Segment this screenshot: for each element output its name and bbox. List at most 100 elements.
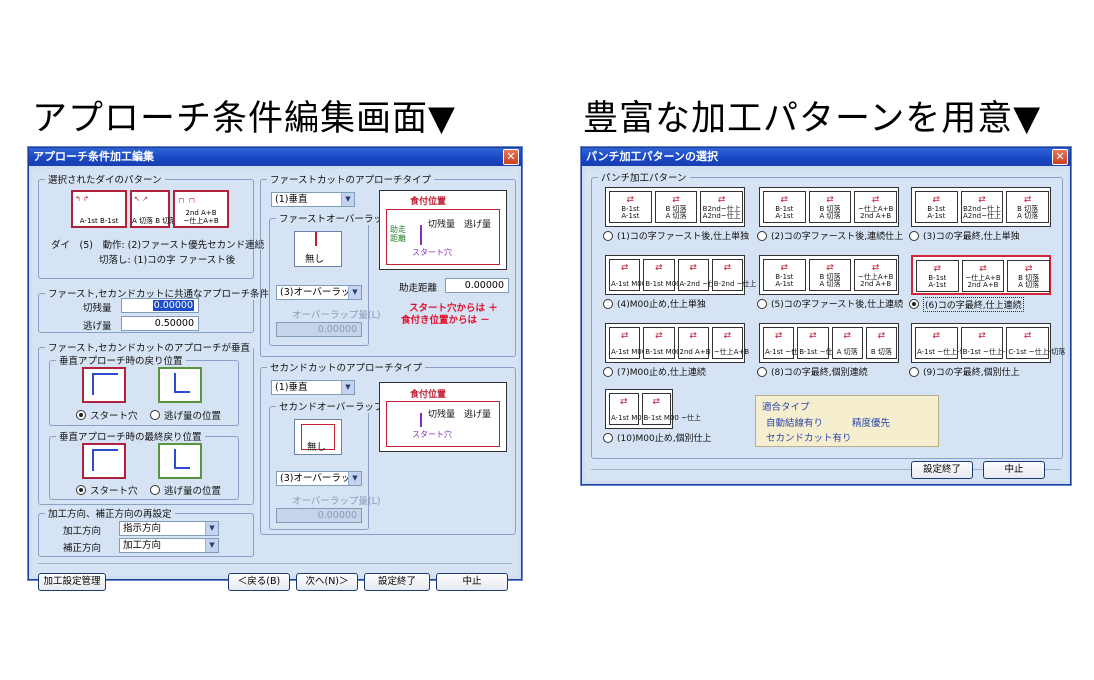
pattern-option-label: (10)M00止め,個別仕上 [617,434,712,444]
common-condition-label: ファースト,セカンドカットに共通なアプローチ条件 [45,286,273,300]
pattern-radio-3[interactable] [909,231,919,241]
first-overlap-select[interactable]: (3)オーバーラップ無▼ [276,285,362,300]
first-overlap-amount-input[interactable]: 0.00000 [276,322,362,337]
return-start-tile[interactable] [82,367,126,403]
pattern-option-label: (6)コの字最終,仕上連続 [923,297,1024,312]
pattern-radio-7[interactable] [603,367,613,377]
pattern-cell-label: A-1st [621,212,640,220]
pattern-radio-5[interactable] [757,299,767,309]
cut-symbol-icon: ⇄ [619,397,628,407]
comp-dir-select[interactable]: 加工方向▼ [119,538,219,553]
pattern-option-7[interactable]: ⇄A-1st M00⇄B-1st M00⇄2nd A+B⇄~仕上A+B [605,323,749,363]
fit-type-precision: 精度優先 [852,418,891,429]
first-overlap-label: ファーストオーバーラップ [276,211,396,225]
pattern-radio-6[interactable] [909,299,919,309]
pattern-cell-label: ~仕上A+B [857,273,894,281]
first-type-select[interactable]: (1)垂直▼ [271,192,355,207]
pattern-cell: ⇄B-1st ~仕上 [797,327,840,359]
pattern-cell-label: A-1st ~仕上-切落 [917,348,974,356]
cut-remain-input[interactable]: 0.00000 [121,298,199,313]
final-start-radio[interactable] [76,485,86,495]
pattern-option-8[interactable]: ⇄A-1st ~仕上⇄B-1st ~仕上⇄A 切落⇄B 切落 [759,323,899,363]
next-button[interactable]: 次へ(N)＞ [296,573,358,591]
cut-symbol-icon: ⇄ [655,263,663,273]
cut-symbol-icon: ⇄ [826,195,834,205]
pattern-radio-1[interactable] [603,231,613,241]
return-start-label: スタート穴 [90,411,138,422]
pattern-option-9[interactable]: ⇄A-1st ~仕上-切落⇄B-1st ~仕上-切落⇄C-1st ~仕上-切落 [911,323,1066,363]
note-line2: 食付き位置からは － [401,315,490,326]
final-return-label: 垂直アプローチ時の最終戻り位置 [56,429,205,443]
pattern-cell-label: A-1st [928,281,947,289]
pattern-cell-label: A-1st [775,280,794,288]
pattern-option-4[interactable]: ⇄A-1st M00⇄B-1st M00⇄A-2nd ~仕上⇄B-2nd ~仕上 [605,255,757,295]
second-type-select[interactable]: (1)垂直▼ [271,380,355,395]
pattern-radio-9[interactable] [909,367,919,377]
fit-type-box: 適合タイプ 自動結線有り 精度優先 セカンドカット有り [755,395,939,447]
second-overlap-select[interactable]: (3)オーバーラップ無▼ [276,471,362,486]
back-button[interactable]: ＜戻る(B) [228,573,290,591]
pattern-cell-label: A-1st [927,212,946,220]
finish-button[interactable]: 設定終了 [364,573,430,591]
vertical-approach-label: ファースト,セカンドカットのアプローチが垂直 [45,340,254,354]
pattern-radio-8[interactable] [757,367,767,377]
window-title: パンチ加工パターンの選択 [586,150,718,163]
run-distance-input[interactable]: 0.00000 [445,278,509,293]
final-escape-tile[interactable] [158,443,202,479]
cancel-button[interactable]: 中止 [983,461,1045,479]
return-escape-tile[interactable] [158,367,202,403]
pattern-radio-10[interactable] [603,433,613,443]
vertical-approach-group: ファースト,セカンドカットのアプローチが垂直 垂直アプローチ時の戻り位置 スター… [38,340,254,505]
pattern-cell: ⇄2nd A+B [677,327,711,359]
final-escape-radio[interactable] [150,485,160,495]
finish-button[interactable]: 設定終了 [911,461,973,479]
cut-symbol-icon: ⇄ [979,264,987,274]
pattern-option-10[interactable]: ⇄A-1st M00 ~仕上⇄B-1st M00 ~仕上 [605,389,701,429]
pattern-cell-label: B 切落 [819,205,841,213]
cut-symbol-icon: ⇄ [689,263,697,273]
pattern-cell-label: B 切落 [1018,274,1040,282]
pattern-cell: ⇄B-1st M00 [643,327,681,359]
pattern-cell-label: ~仕上A+B [857,205,894,213]
close-button[interactable]: ✕ [503,149,519,165]
pattern-radio-4[interactable] [603,299,613,309]
die-info-line2: 切落し: (1)コの字 ファースト後 [99,255,236,266]
close-button[interactable]: ✕ [1052,149,1068,165]
pattern-option-label: (1)コの字ファースト後,仕上単独 [617,232,750,242]
proc-dir-select[interactable]: 指示方向▼ [119,521,219,536]
pattern-cell-label: B 切落 [1017,205,1039,213]
manage-settings-button[interactable]: 加工設定管理 [38,573,106,591]
pattern-radio-2[interactable] [757,231,767,241]
second-cut-diagram: 食付位置 切残量 逃げ量 スタート穴 [379,382,507,452]
escape-input[interactable]: 0.50000 [121,316,199,331]
pattern-cell-label: B-1st M00 [645,348,681,356]
first-cut-diagram: 食付位置 切残量 逃げ量 助走 距離 スタート穴 [379,190,507,270]
return-start-radio[interactable] [76,410,86,420]
cancel-button[interactable]: 中止 [436,573,508,591]
second-overlap-label: セカンドオーバーラップ [276,399,387,413]
final-start-tile[interactable] [82,443,126,479]
second-overlap-amount-input[interactable]: 0.00000 [276,508,362,523]
cut-symbol-icon: ⇄ [1023,331,1032,341]
return-position-label: 垂直アプローチ時の戻り位置 [56,353,186,367]
selected-die-label: 選択されたダイのパターン [45,172,165,186]
reset-direction-group: 加工方向、補正方向の再設定 加工方向 指示方向▼ 補正方向 加工方向▼ [38,506,254,557]
pattern-cell-label: C-1st ~仕上-切落 [1008,348,1066,356]
cut-symbol-icon: ⇄ [809,331,817,341]
pattern-option-label: (5)コの字ファースト後,仕上連続 [771,300,904,310]
return-escape-radio[interactable] [150,410,160,420]
pattern-cell: ⇄A-1st M00 ~仕上 [609,393,668,425]
